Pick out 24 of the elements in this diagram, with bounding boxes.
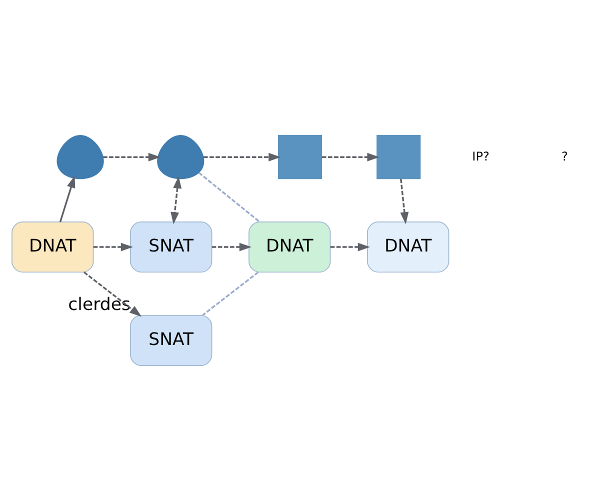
node-box: DNAT — [367, 221, 450, 272]
node-box: SNAT — [130, 221, 212, 272]
arrow — [400, 178, 409, 224]
arrow — [330, 242, 370, 251]
node-person — [56, 134, 104, 179]
node-box: SNAT — [130, 314, 212, 366]
connector — [202, 271, 259, 316]
node-label: clerdes — [68, 294, 130, 315]
node-box — [278, 134, 322, 179]
arrow — [203, 152, 281, 161]
arrow — [93, 242, 134, 251]
arrow — [84, 271, 142, 316]
arrow — [322, 152, 380, 161]
node-box: DNAT — [12, 221, 94, 272]
arrow — [212, 242, 252, 251]
node-box: DNAT — [248, 221, 331, 272]
arrow — [170, 176, 182, 224]
label: ? — [561, 148, 568, 163]
label: IP? — [472, 148, 490, 163]
node-person — [157, 134, 204, 179]
arrow — [59, 175, 76, 222]
connector — [198, 172, 260, 222]
arrow — [103, 152, 161, 161]
node-box — [376, 134, 421, 179]
